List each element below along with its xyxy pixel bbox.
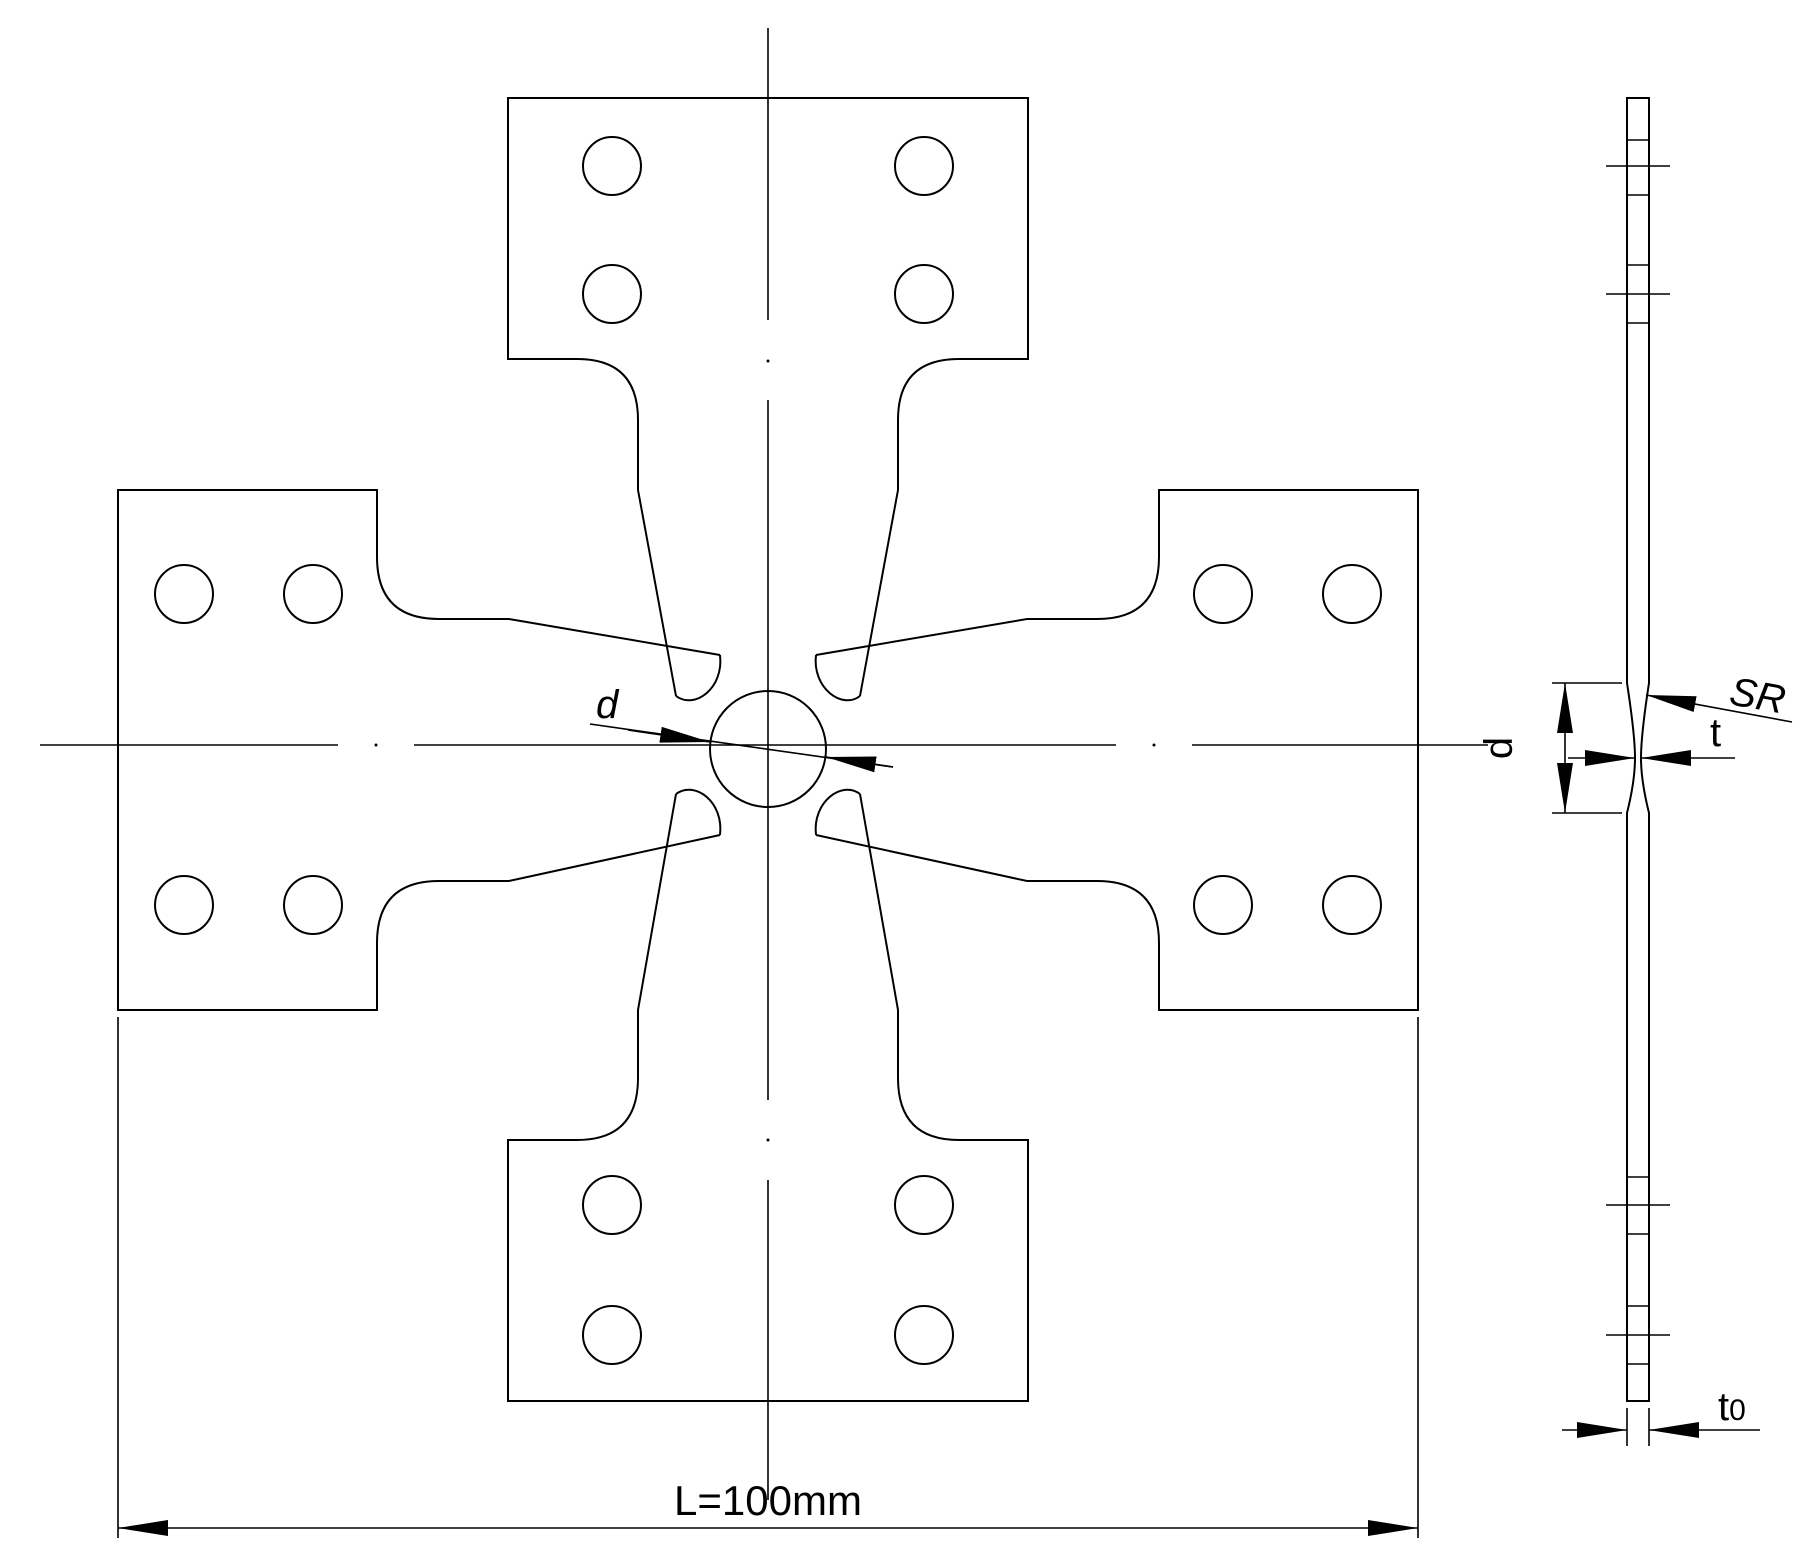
bolt-hole (582, 136, 642, 196)
bolt-hole (582, 1175, 642, 1235)
bolt-hole (154, 875, 214, 935)
arm-left (117, 489, 721, 1011)
initial-thickness-label: t0 (1718, 1385, 1746, 1429)
center-diameter-dimension: d (589, 683, 894, 773)
bolt-hole (894, 1175, 954, 1235)
notch-top-right (814, 654, 861, 702)
center-diameter-label: d (596, 683, 620, 727)
notch-bottom-left (675, 788, 722, 836)
neck-thickness-dimension: t (1568, 711, 1735, 766)
side-diameter-dimension: d (1477, 682, 1622, 814)
arm-right (815, 489, 1419, 1011)
side-view: d SR t t0 (1477, 97, 1793, 1446)
bolt-holes (154, 136, 1382, 1365)
length-label: L=100mm (674, 1477, 862, 1524)
bolt-hole (1322, 564, 1382, 624)
sphere-radius-label: SR (1726, 670, 1788, 723)
side-view-profile (1626, 97, 1650, 1402)
bolt-hole (582, 264, 642, 324)
initial-thickness-dimension: t0 (1562, 1385, 1760, 1446)
side-view-hole-marks (1606, 139, 1670, 1365)
side-diameter-label: d (1477, 737, 1521, 759)
bolt-hole (894, 136, 954, 196)
bolt-hole (894, 264, 954, 324)
bolt-hole (1322, 875, 1382, 935)
bolt-hole (1193, 564, 1253, 624)
center-test-zone (709, 690, 827, 808)
bolt-hole (283, 564, 343, 624)
specimen-outline (117, 97, 1419, 1402)
arm-bottom (507, 793, 1029, 1402)
bolt-hole (582, 1305, 642, 1365)
notch-bottom-right (814, 788, 861, 836)
neck-thickness-label: t (1710, 711, 1721, 755)
bolt-hole (283, 875, 343, 935)
arm-top (507, 97, 1029, 697)
length-dimension: L=100mm (117, 1017, 1419, 1538)
bolt-hole (154, 564, 214, 624)
bolt-hole (1193, 875, 1253, 935)
bolt-hole (894, 1305, 954, 1365)
notch-top-left (675, 654, 722, 702)
sphere-radius-callout: SR (1645, 670, 1793, 723)
center-lines (40, 28, 1488, 1500)
